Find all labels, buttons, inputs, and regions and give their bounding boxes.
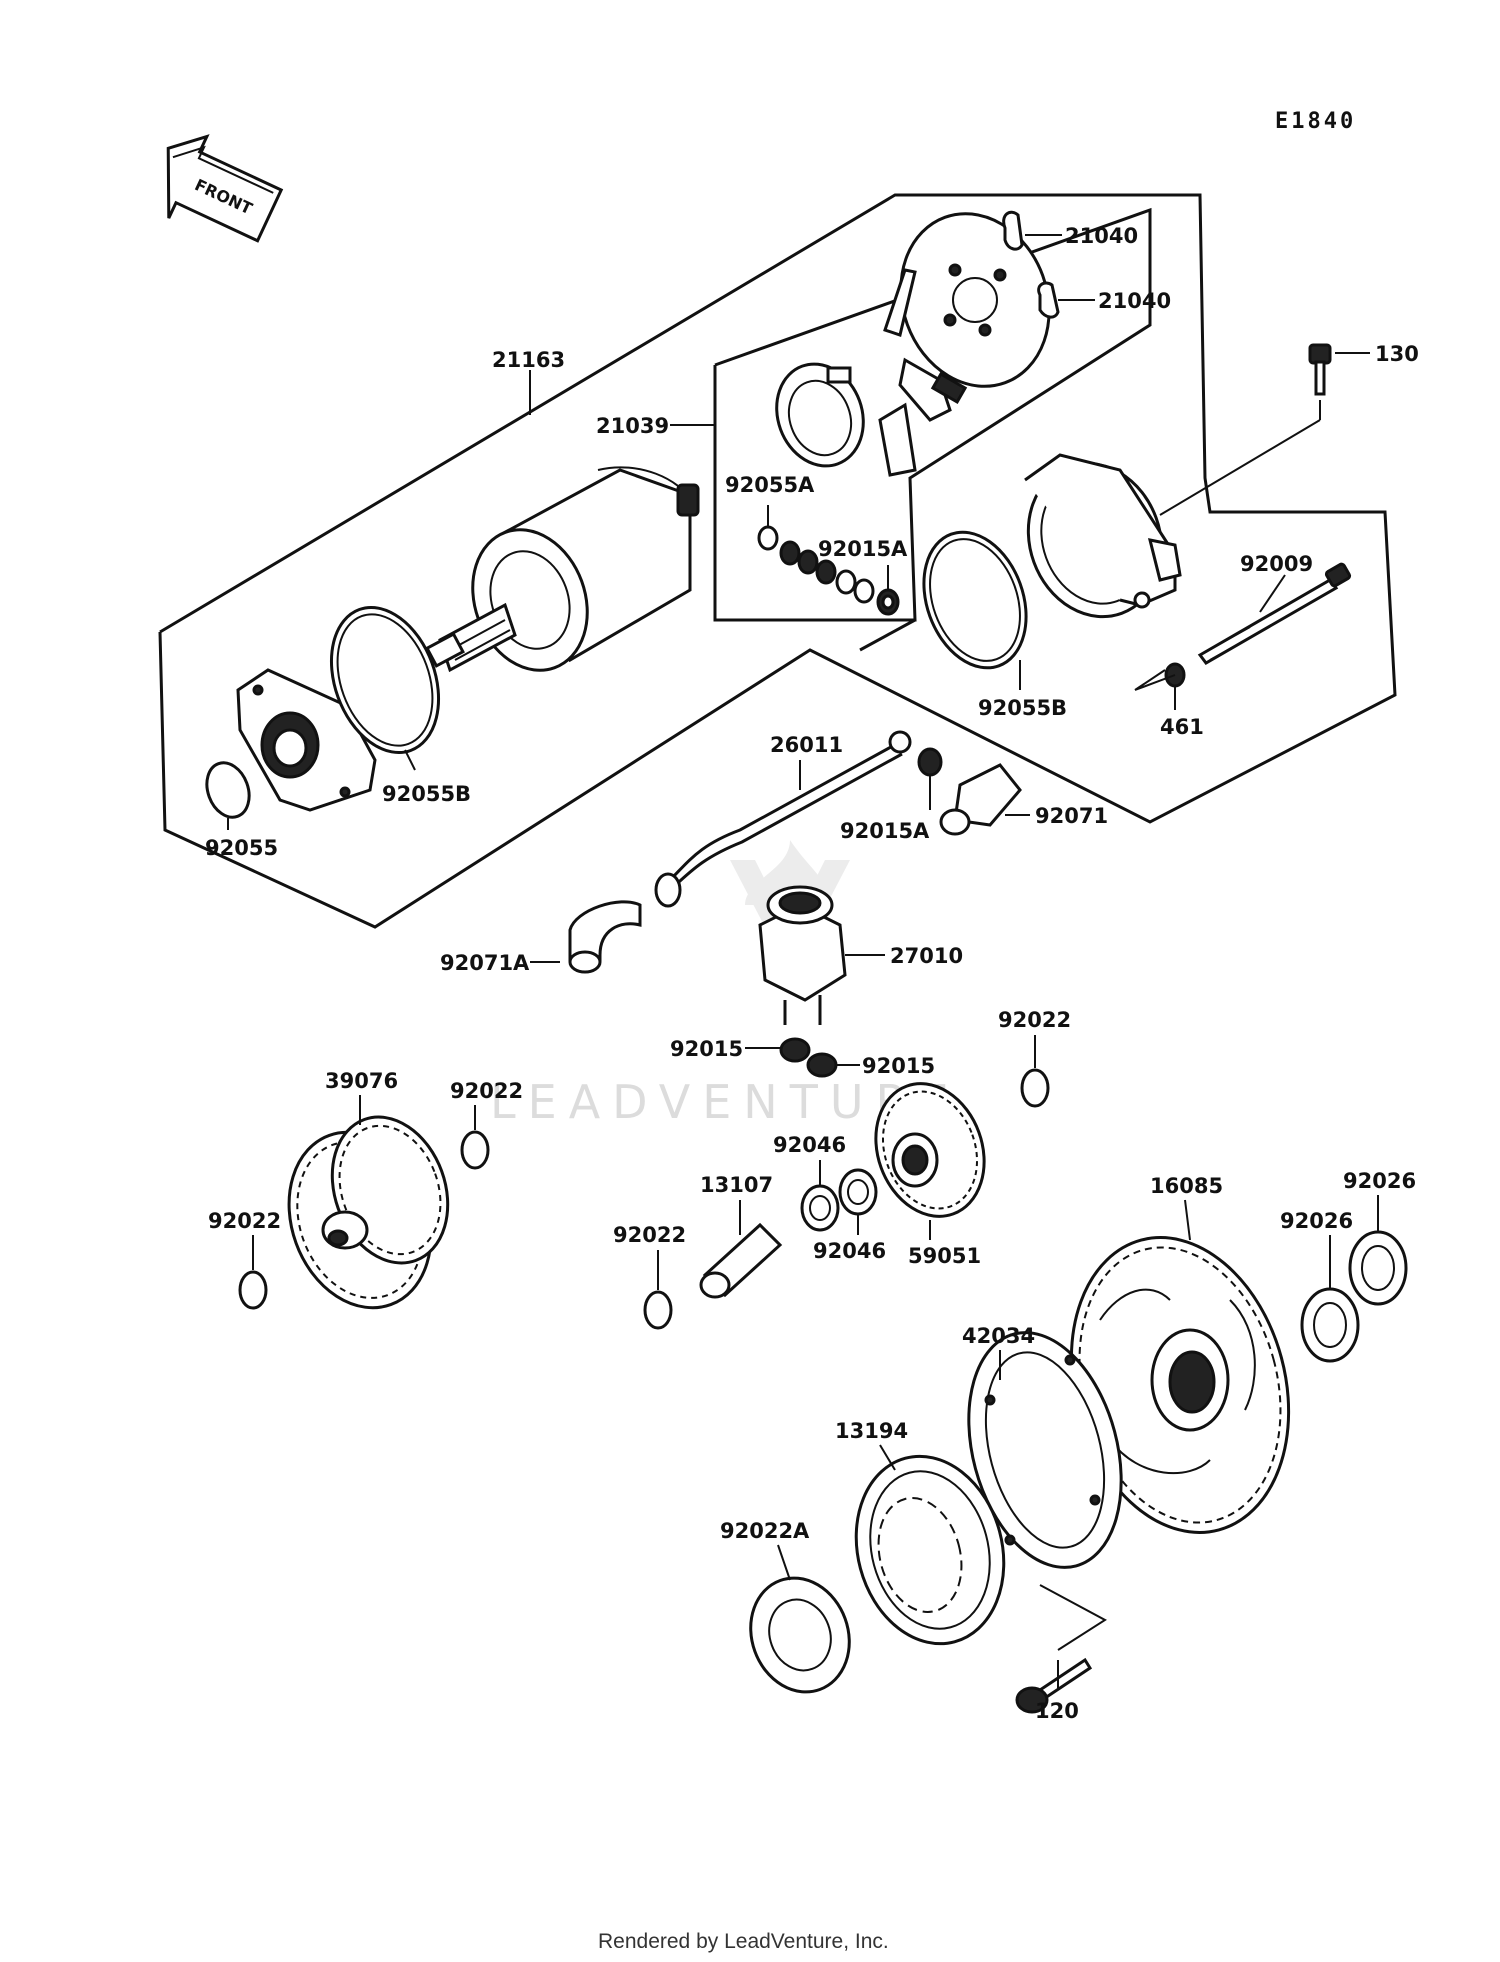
bolt-92009 <box>1197 562 1352 665</box>
washer-92022-top <box>1020 1068 1050 1108</box>
front-arrow-icon: FRONT <box>166 134 284 243</box>
clip-21040-a <box>1002 210 1024 251</box>
washer-92022-left <box>238 1270 268 1310</box>
end-cover-right <box>1024 453 1182 619</box>
washer-stack <box>757 525 900 616</box>
label-92055B-left[interactable]: 92055B <box>382 782 471 806</box>
label-92046-a[interactable]: 92046 <box>773 1133 846 1157</box>
footer-credit: Rendered by LeadVenture, Inc. <box>598 1930 889 1953</box>
watermark-text: LEADVENTURE <box>490 1075 961 1129</box>
label-92009[interactable]: 92009 <box>1240 552 1313 576</box>
label-21040-b[interactable]: 21040 <box>1098 289 1171 313</box>
bolt-130 <box>1308 343 1332 396</box>
o-ring-92055 <box>205 761 251 819</box>
label-92055B-right[interactable]: 92055B <box>978 696 1067 720</box>
washer-92026-a <box>1300 1287 1360 1363</box>
label-92022-left[interactable]: 92022 <box>208 1209 281 1233</box>
label-92026-a[interactable]: 92026 <box>1280 1209 1353 1233</box>
part-labels: 21040 21040 130 21163 21039 92055A 92015… <box>205 224 1419 1723</box>
label-27010[interactable]: 27010 <box>890 944 963 968</box>
leader-lines <box>227 234 1379 1690</box>
o-ring-92055B-right <box>922 530 1028 670</box>
brush-ring <box>775 362 865 468</box>
shaft-13107 <box>699 1222 783 1299</box>
one-way-clutch-13194 <box>854 1454 1006 1646</box>
label-92015-a[interactable]: 92015 <box>670 1037 743 1061</box>
nut-92015A-mid <box>917 747 943 777</box>
washer-92026-b <box>1348 1230 1408 1306</box>
label-92015A-mid[interactable]: 92015A <box>840 819 930 843</box>
label-92046-b[interactable]: 92046 <box>813 1239 886 1263</box>
assembly-outlines <box>158 193 1397 929</box>
label-26011[interactable]: 26011 <box>770 733 843 757</box>
label-92022-mid[interactable]: 92022 <box>613 1223 686 1247</box>
label-92022-top[interactable]: 92022 <box>998 1008 1071 1032</box>
bearing-92046-a <box>800 1184 840 1232</box>
brush-holder <box>878 212 1051 477</box>
label-21039[interactable]: 21039 <box>596 414 669 438</box>
washer-92022-mid <box>643 1290 673 1330</box>
label-16085[interactable]: 16085 <box>1150 1174 1223 1198</box>
label-92071[interactable]: 92071 <box>1035 804 1108 828</box>
label-130[interactable]: 130 <box>1375 342 1419 366</box>
label-92015-b[interactable]: 92015 <box>862 1054 935 1078</box>
gear-59051 <box>874 1082 986 1218</box>
washer-92022A <box>749 1576 851 1694</box>
label-59051[interactable]: 59051 <box>908 1244 981 1268</box>
label-461[interactable]: 461 <box>1160 715 1204 739</box>
bolt-120 <box>1015 1657 1093 1714</box>
clutch-housing-42034 <box>967 1331 1123 1569</box>
label-21040-a[interactable]: 21040 <box>1065 224 1138 248</box>
label-13107[interactable]: 13107 <box>700 1173 773 1197</box>
starter-cable <box>654 730 912 908</box>
label-120[interactable]: 120 <box>1035 1699 1079 1723</box>
label-92071A[interactable]: 92071A <box>440 951 530 975</box>
washer-92022-b <box>460 1130 490 1170</box>
nut-92015-b <box>806 1052 838 1078</box>
diagram-code: E1840 <box>1275 109 1356 134</box>
label-39076[interactable]: 39076 <box>325 1069 398 1093</box>
label-21163[interactable]: 21163 <box>492 348 565 372</box>
o-ring-92055B-left <box>329 605 441 755</box>
boot-92071 <box>939 763 1022 836</box>
label-92055[interactable]: 92055 <box>205 836 278 860</box>
watermark: LEADVENTURE <box>490 840 961 1129</box>
label-42034[interactable]: 42034 <box>962 1324 1035 1348</box>
label-92055A[interactable]: 92055A <box>725 473 815 497</box>
label-13194[interactable]: 13194 <box>835 1419 908 1443</box>
label-92022A[interactable]: 92022A <box>720 1519 810 1543</box>
label-92022-b[interactable]: 92022 <box>450 1079 523 1103</box>
nut-92015-a <box>779 1037 811 1063</box>
starter-relay <box>758 885 847 1025</box>
starter-motor <box>236 466 700 812</box>
label-92026-b[interactable]: 92026 <box>1343 1169 1416 1193</box>
gear-39076 <box>287 1115 450 1310</box>
clip-21040-b <box>1037 281 1060 319</box>
label-92015A-top[interactable]: 92015A <box>818 537 908 561</box>
boot-92071A <box>568 900 642 974</box>
bearing-92046-b <box>838 1168 878 1216</box>
